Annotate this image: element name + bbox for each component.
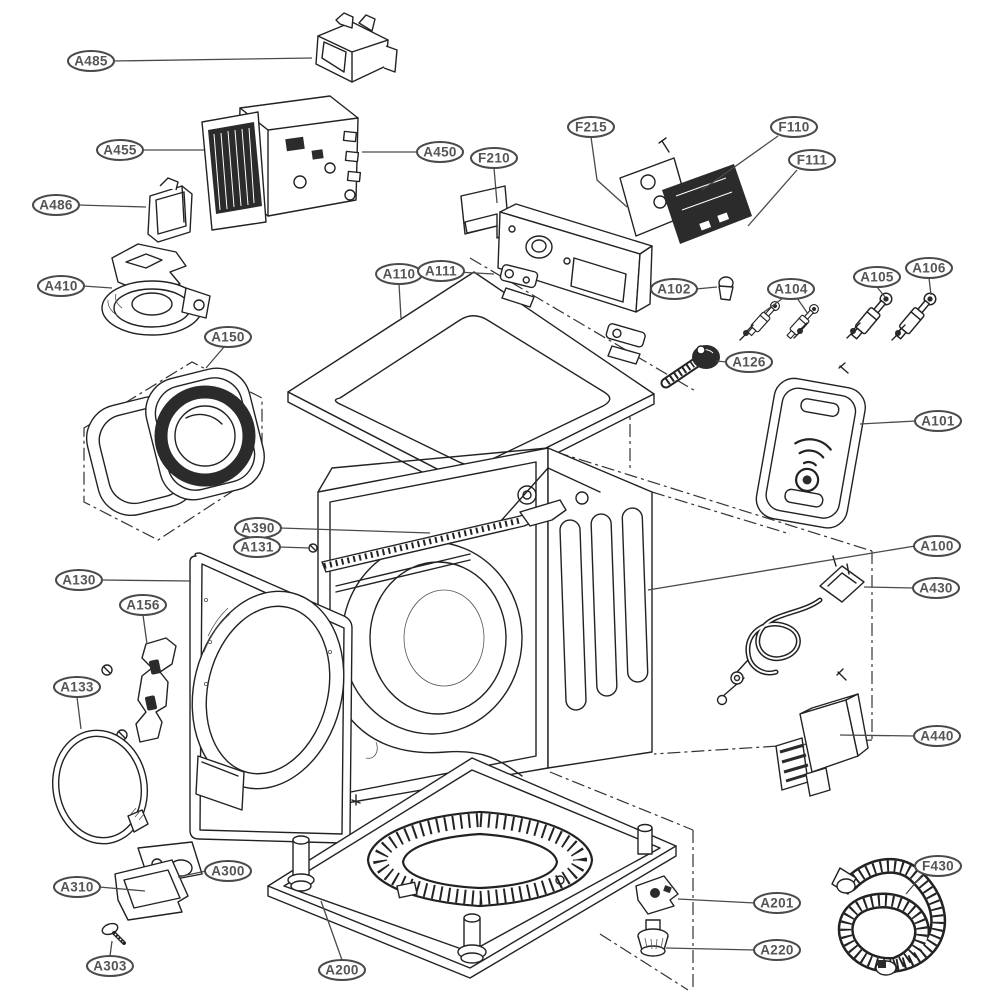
part-label-a110[interactable]: A110 [375, 263, 423, 285]
svg-text:A105: A105 [860, 270, 894, 285]
part-latch-bracket-a485 [315, 12, 398, 83]
part-label-a133[interactable]: A133 [53, 676, 101, 698]
svg-text:A131: A131 [240, 540, 274, 555]
svg-text:F110: F110 [778, 120, 809, 135]
part-bracket-a201 [635, 875, 679, 915]
svg-text:A150: A150 [211, 330, 244, 345]
part-drain-hose-f430 [831, 858, 947, 976]
svg-text:A101: A101 [921, 414, 955, 429]
svg-text:A440: A440 [920, 729, 953, 744]
part-crossbar-a390 [308, 499, 567, 593]
svg-text:A110: A110 [383, 267, 416, 282]
svg-text:A455: A455 [103, 143, 137, 158]
part-label-f111[interactable]: F111 [788, 149, 836, 171]
svg-text:A450: A450 [423, 145, 456, 160]
damper-a104-left [745, 298, 783, 338]
part-control-panel-f210 [460, 185, 653, 313]
part-label-a104[interactable]: A104 [767, 278, 815, 300]
part-label-a455[interactable]: A455 [96, 139, 144, 161]
svg-text:A156: A156 [126, 598, 160, 613]
part-label-a300[interactable]: A300 [204, 860, 252, 882]
damper-a105 [848, 289, 896, 342]
svg-text:A220: A220 [760, 943, 793, 958]
part-label-a126[interactable]: A126 [725, 351, 773, 373]
svg-text:A102: A102 [657, 282, 690, 297]
part-label-a106[interactable]: A106 [905, 257, 953, 279]
part-label-a102[interactable]: A102 [650, 278, 698, 300]
svg-text:A410: A410 [44, 279, 77, 294]
part-label-f215[interactable]: F215 [567, 116, 615, 138]
part-label-a450[interactable]: A450 [416, 141, 464, 163]
svg-text:F111: F111 [797, 153, 828, 168]
part-label-a200[interactable]: A200 [318, 959, 366, 981]
svg-text:A201: A201 [760, 896, 794, 911]
part-knob-a102 [718, 276, 734, 301]
svg-text:F430: F430 [922, 859, 954, 874]
part-clamp-ring-a133 [51, 729, 149, 845]
part-bracket-a486 [147, 177, 193, 243]
part-screw-a303 [101, 922, 126, 945]
svg-text:A430: A430 [919, 581, 952, 596]
svg-text:A390: A390 [241, 521, 274, 536]
svg-text:A130: A130 [62, 573, 95, 588]
part-label-a485[interactable]: A485 [67, 50, 115, 72]
part-dampers [745, 289, 940, 342]
svg-text:A111: A111 [425, 264, 457, 279]
part-decor-panel-a101 [755, 362, 866, 529]
part-label-a486[interactable]: A486 [32, 194, 80, 216]
part-label-a111[interactable]: A111 [417, 260, 465, 282]
svg-text:A486: A486 [39, 198, 73, 213]
part-power-cord-a430 [716, 555, 865, 706]
part-display-pcb [619, 137, 752, 244]
damper-pins [739, 322, 906, 341]
part-label-a310[interactable]: A310 [53, 876, 101, 898]
part-label-a201[interactable]: A201 [753, 892, 801, 914]
part-label-a430[interactable]: A430 [912, 577, 960, 599]
damper-a104-right [784, 301, 822, 341]
part-label-a440[interactable]: A440 [913, 725, 961, 747]
part-label-a101[interactable]: A101 [914, 410, 962, 432]
part-hinge-brackets-a111 [499, 264, 646, 365]
part-label-a390[interactable]: A390 [234, 517, 282, 539]
part-label-a105[interactable]: A105 [853, 266, 901, 288]
part-label-a303[interactable]: A303 [86, 955, 134, 977]
svg-text:A303: A303 [93, 959, 127, 974]
svg-text:A104: A104 [774, 282, 808, 297]
part-hinge-a156 [101, 637, 177, 743]
part-dispenser-a310-a300 [114, 841, 203, 921]
svg-text:A485: A485 [74, 54, 108, 69]
part-label-a100[interactable]: A100 [913, 535, 961, 557]
part-labels: A485 A455 A450 F210 F215 F110 F111 A486 … [32, 50, 962, 981]
svg-text:F210: F210 [478, 151, 510, 166]
part-label-a220[interactable]: A220 [753, 939, 801, 961]
part-leveling-foot-a220 [637, 919, 669, 957]
part-label-a410[interactable]: A410 [37, 275, 85, 297]
svg-text:A100: A100 [920, 539, 953, 554]
part-base-assembly-a200 [267, 757, 677, 979]
part-label-f110[interactable]: F110 [770, 116, 818, 138]
svg-text:A133: A133 [60, 680, 94, 695]
part-label-a150[interactable]: A150 [204, 326, 252, 348]
part-cabinet-a100 [317, 447, 653, 809]
svg-text:A200: A200 [325, 963, 358, 978]
leader-lines [76, 57, 932, 961]
part-label-a131[interactable]: A131 [233, 536, 281, 558]
part-label-a130[interactable]: A130 [55, 569, 103, 591]
part-noise-filter-a440 [775, 668, 869, 797]
svg-text:A126: A126 [732, 355, 766, 370]
part-main-pcb-assembly [201, 95, 362, 231]
part-front-panel-a130 [189, 552, 353, 844]
svg-text:A310: A310 [60, 880, 93, 895]
part-pump-assembly-a410 [101, 243, 211, 336]
svg-text:A300: A300 [211, 864, 244, 879]
part-door-assembly-a150 [85, 367, 265, 516]
part-label-f430[interactable]: F430 [914, 855, 962, 877]
part-bolt-a126 [660, 345, 720, 389]
svg-text:A106: A106 [912, 261, 946, 276]
part-label-a156[interactable]: A156 [119, 594, 167, 616]
svg-text:F215: F215 [575, 120, 607, 135]
part-label-f210[interactable]: F210 [470, 147, 518, 169]
